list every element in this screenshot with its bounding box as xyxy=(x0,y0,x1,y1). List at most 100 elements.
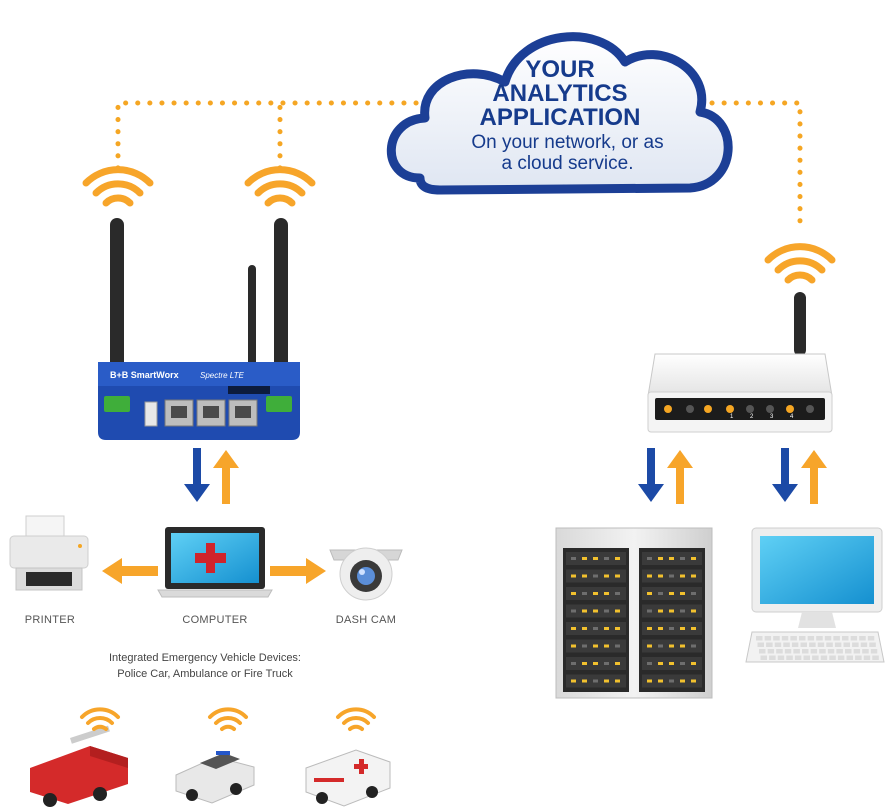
server-led xyxy=(582,557,587,560)
link-antenna-left xyxy=(115,100,421,171)
server-led xyxy=(615,609,620,613)
dashcam-icon xyxy=(329,547,403,601)
server-led xyxy=(669,662,674,665)
keyboard-key xyxy=(824,636,832,641)
fire-truck-icon xyxy=(30,725,128,807)
keyboard-key xyxy=(842,636,849,641)
antenna-right xyxy=(274,218,288,376)
server-led xyxy=(680,609,685,613)
cloud-subtitle-line-2: a cloud service. xyxy=(501,153,634,174)
arrow-pair-router xyxy=(184,448,239,504)
server-led xyxy=(571,644,576,648)
server-led xyxy=(669,557,674,560)
arrow-to-printer xyxy=(102,558,158,584)
server-led xyxy=(593,557,598,560)
ap-port-label-1: 1 xyxy=(730,414,734,420)
dashcam-label: DASH CAM xyxy=(335,614,397,626)
keyboard-key xyxy=(790,636,797,641)
keyboard-key xyxy=(803,655,810,660)
ap-port-label-3: 3 xyxy=(770,414,774,420)
arrow-down xyxy=(638,448,664,502)
arrow-pair-server xyxy=(638,448,693,504)
server-led xyxy=(582,627,587,630)
server-led xyxy=(593,609,598,613)
server-led xyxy=(691,644,696,648)
keyboard-key xyxy=(766,642,773,647)
keyboard-key xyxy=(817,642,825,647)
keyboard-key xyxy=(859,636,866,641)
antenna-center xyxy=(248,265,256,375)
server-led xyxy=(571,679,576,683)
terminal-block-left xyxy=(104,396,130,412)
server-led xyxy=(604,574,609,578)
server-led xyxy=(571,662,576,665)
server-led xyxy=(669,574,674,578)
keyboard-key xyxy=(834,642,842,647)
keyboard-key xyxy=(827,649,835,654)
server-led xyxy=(604,557,609,560)
laptop-icon xyxy=(157,527,273,598)
vehicle-wifi-signals xyxy=(80,707,376,731)
server-led xyxy=(571,557,576,560)
wifi-icon-ap xyxy=(764,243,836,284)
keyboard-key xyxy=(870,649,878,654)
server-led xyxy=(658,627,663,630)
keyboard-key xyxy=(777,655,785,660)
keyboard-key xyxy=(846,655,853,660)
server-led xyxy=(658,679,663,683)
server-led xyxy=(647,679,652,683)
cloud-subtitle: On your network, or as a cloud service. xyxy=(430,132,705,174)
keyboard-key xyxy=(786,655,793,660)
server-led xyxy=(604,592,609,595)
printer-icon xyxy=(9,515,89,591)
server-led xyxy=(658,644,663,648)
vehicles-caption-line-1: Integrated Emergency Vehicle Devices: xyxy=(109,652,301,664)
wifi-icon-firetruck xyxy=(80,707,120,731)
server-led xyxy=(691,627,696,630)
keyboard-key xyxy=(791,642,799,647)
server-led xyxy=(615,592,620,595)
keyboard-key xyxy=(794,655,802,660)
arrow-up xyxy=(801,450,827,504)
server-led xyxy=(658,609,663,613)
keyboard-key xyxy=(784,649,792,654)
server-led xyxy=(647,609,652,613)
keyboard-key xyxy=(867,636,875,641)
wifi-signals xyxy=(82,166,836,284)
terminal-block-right xyxy=(266,396,292,412)
server-led xyxy=(669,679,674,683)
keyboard-key xyxy=(850,636,858,641)
server-led xyxy=(691,662,696,665)
keyboard-key xyxy=(809,642,816,647)
usb-port xyxy=(144,401,158,427)
router: B+B SmartWorx Spectre LTE xyxy=(98,218,300,440)
cloud-title-line-1: YOUR xyxy=(525,56,595,83)
data-flow-arrows xyxy=(184,448,827,504)
server-led xyxy=(658,557,663,560)
wifi-icon-ambulance xyxy=(336,707,376,731)
server-led xyxy=(669,644,674,648)
server-led xyxy=(647,662,652,665)
arrow-pair-desktop xyxy=(772,448,827,504)
keyboard-key xyxy=(820,655,828,660)
server-led xyxy=(658,574,663,578)
server-led xyxy=(680,627,685,630)
server-led xyxy=(593,592,598,595)
ambulance-icon xyxy=(305,749,391,807)
keyboard-key xyxy=(767,649,775,654)
server-led xyxy=(615,662,620,665)
keyboard-key xyxy=(799,636,806,641)
server-led xyxy=(680,574,685,578)
wifi-icon-right xyxy=(244,166,316,207)
server-led xyxy=(647,574,652,578)
arrow-down xyxy=(772,448,798,502)
vehicles-caption: Integrated Emergency Vehicle Devices: Po… xyxy=(60,650,350,682)
ap-port-label-2: 2 xyxy=(750,414,754,420)
cloud-subtitle-line-1: On your network, or as xyxy=(471,132,664,153)
server-led xyxy=(647,644,652,648)
server-led xyxy=(582,679,587,683)
server-rack-icon xyxy=(555,527,713,699)
server-led xyxy=(669,592,674,595)
police-car-icon xyxy=(175,751,255,804)
